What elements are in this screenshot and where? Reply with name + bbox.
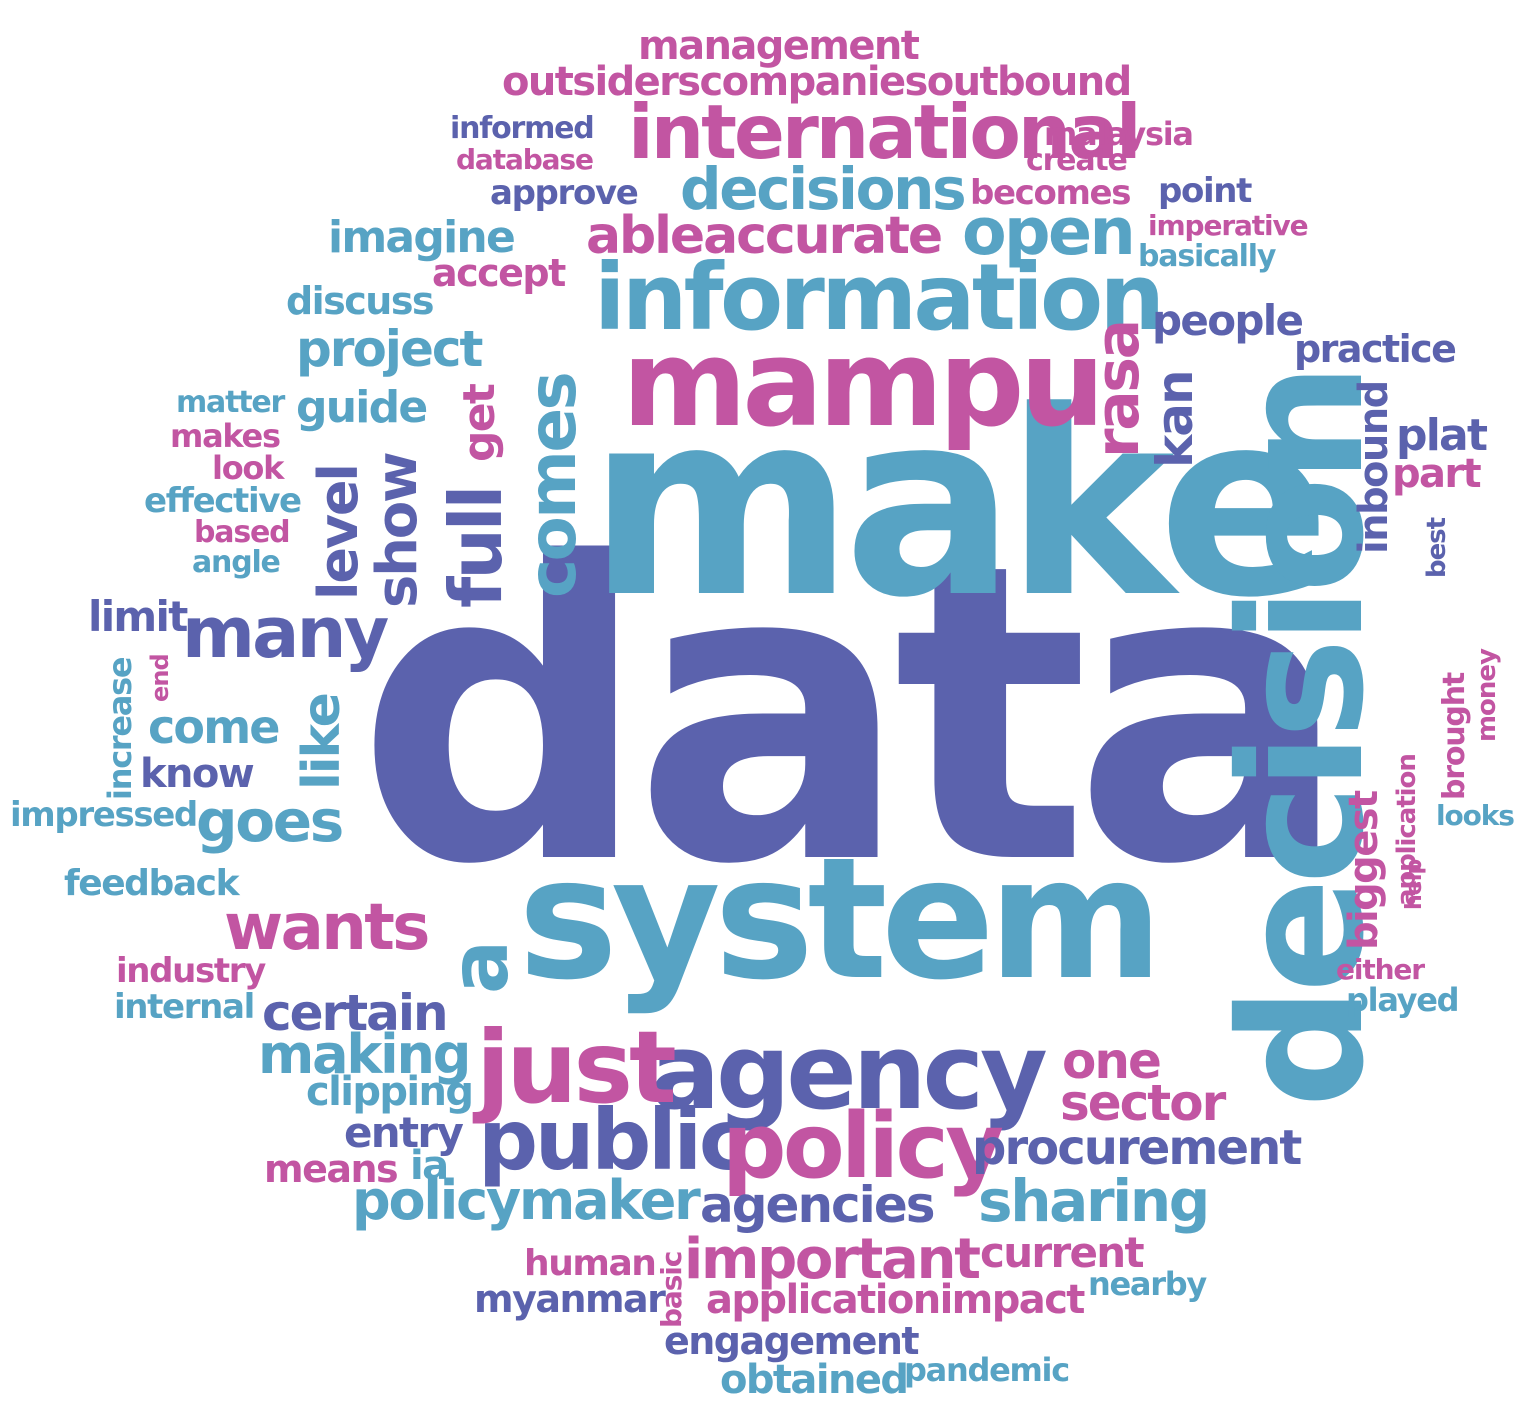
word-ia: ia	[410, 1143, 449, 1189]
word-agencies: agencies	[700, 1176, 935, 1234]
word-approve: approve	[490, 173, 639, 213]
word-create: create	[1026, 143, 1128, 178]
word-inbound: inbound	[1351, 381, 1397, 554]
word-rasa: rasa	[1083, 321, 1153, 458]
word-ableaccurate: ableaccurate	[586, 206, 943, 266]
word-either: either	[1336, 953, 1425, 986]
word-informed: informed	[450, 111, 595, 146]
word-look: look	[212, 449, 284, 487]
word-imagine: imagine	[328, 212, 516, 263]
word-know: know	[140, 751, 255, 797]
word-open: open	[962, 195, 1136, 270]
word-policy: policy	[722, 1094, 1004, 1199]
word-end: end	[146, 654, 174, 702]
word-policymaker: policymaker	[352, 1169, 701, 1232]
word-guide: guide	[296, 382, 428, 433]
word-obtained: obtained	[720, 1357, 909, 1403]
word-one: one	[1062, 1032, 1162, 1090]
word-basically: basically	[1138, 239, 1276, 274]
word-biggest: biggest	[1341, 791, 1387, 950]
word-show: show	[365, 453, 430, 608]
word-a: a	[433, 943, 526, 994]
word-just: just	[476, 1009, 677, 1126]
word-like: like	[292, 694, 352, 790]
word-comes: comes	[514, 373, 591, 598]
word-nearby: nearby	[1088, 1265, 1207, 1303]
word-makes: makes	[170, 417, 281, 455]
word-malaysia: malaysia	[1044, 115, 1194, 153]
word-make: make	[588, 357, 1331, 654]
word-practice: practice	[1294, 327, 1457, 371]
word-sector: sector	[1060, 1074, 1226, 1132]
word-point: point	[1158, 171, 1252, 211]
word-internal: internal	[114, 987, 255, 1027]
word-sharing: sharing	[978, 1167, 1210, 1235]
word-based: based	[194, 515, 291, 550]
word-human: human	[524, 1243, 657, 1284]
word-database: database	[456, 143, 594, 176]
word-part: part	[1392, 451, 1482, 497]
word-effective: effective	[144, 481, 302, 521]
word-wants: wants	[224, 891, 430, 965]
word-certain: certain	[262, 984, 449, 1042]
word-brought: brought	[1437, 672, 1472, 800]
word-money: money	[1472, 649, 1502, 742]
word-impressed: impressed	[10, 795, 198, 835]
word-agency: agency	[650, 1011, 1048, 1133]
word-imperative: imperative	[1148, 209, 1309, 242]
word-increase: increase	[101, 657, 139, 800]
word-help: help	[1402, 859, 1427, 910]
word-procurement: procurement	[972, 1120, 1302, 1176]
word-applicationimpact: applicationimpact	[706, 1277, 1085, 1323]
word-get: get	[454, 384, 505, 462]
word-mampu: mampu	[622, 315, 1105, 454]
word-full: full	[434, 487, 518, 608]
word-looks: looks	[1436, 799, 1515, 832]
word-management: management	[638, 23, 920, 69]
word-feedback: feedback	[64, 863, 240, 904]
word-angle: angle	[192, 545, 281, 580]
word-best: best	[1422, 518, 1452, 578]
word-played: played	[1346, 981, 1460, 1019]
word-limit: limit	[88, 592, 188, 641]
word-myanmar: myanmar	[474, 1277, 666, 1321]
word-important: important	[684, 1227, 981, 1292]
word-system: system	[518, 821, 1163, 1017]
word-basic: basic	[655, 1251, 688, 1328]
word-pandemic: pandemic	[904, 1351, 1070, 1389]
word-goes: goes	[196, 787, 344, 855]
word-level: level	[307, 465, 370, 600]
word-discuss: discuss	[286, 279, 435, 323]
word-industry: industry	[116, 951, 266, 991]
word-entry: entry	[344, 1108, 464, 1157]
word-public: public	[478, 1091, 749, 1189]
word-project: project	[296, 320, 483, 378]
word-engagement: engagement	[664, 1319, 920, 1363]
word-current: current	[980, 1228, 1145, 1277]
word-becomes: becomes	[970, 173, 1131, 213]
word-people: people	[1152, 296, 1304, 345]
word-clipping: clipping	[306, 1069, 474, 1115]
word-means: means	[264, 1147, 399, 1191]
word-information: information	[594, 244, 1165, 351]
word-accept: accept	[432, 251, 566, 295]
word-decisions: decisions	[680, 155, 967, 223]
word-plat: plat	[1396, 410, 1488, 461]
word-kan: kan	[1146, 371, 1204, 468]
word-many: many	[182, 592, 389, 674]
word-making: making	[258, 1023, 471, 1086]
word-matter: matter	[176, 385, 285, 420]
word-outsiderscompaniesoutbound: outsiderscompaniesoutbound	[502, 59, 1132, 105]
word-international: international	[628, 88, 1142, 176]
word-come: come	[148, 700, 280, 754]
word-data: data	[356, 476, 1350, 954]
